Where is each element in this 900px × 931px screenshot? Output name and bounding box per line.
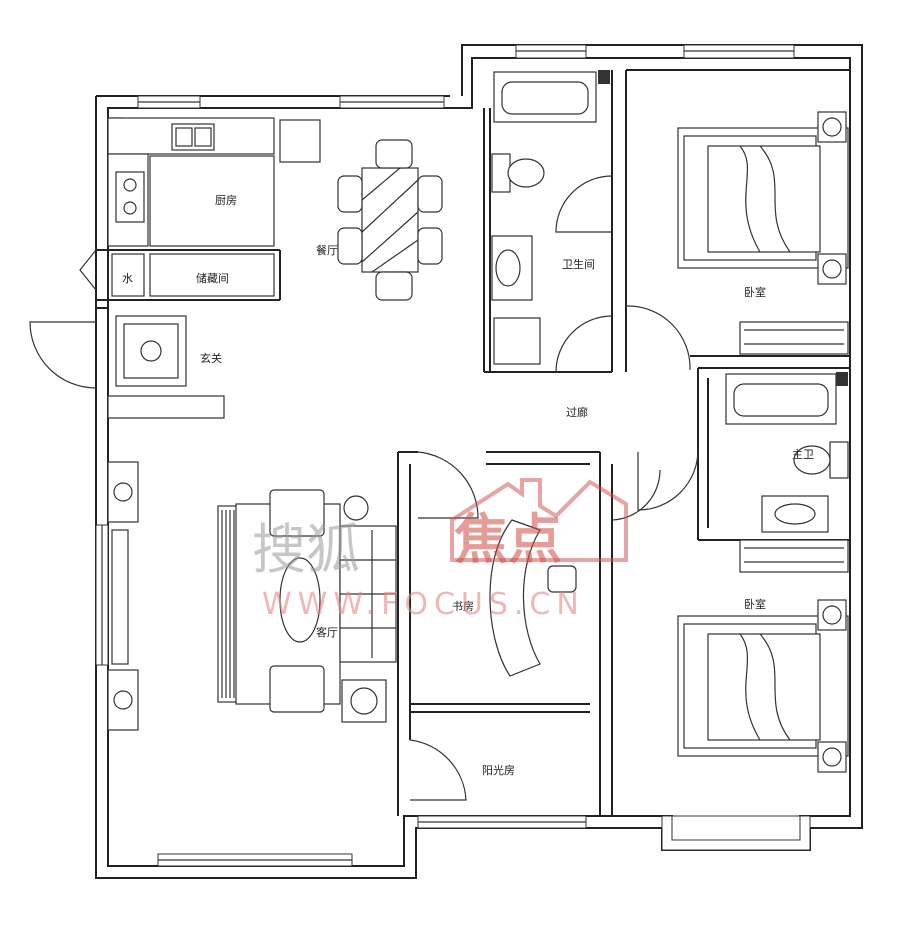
- windows: [95, 44, 811, 867]
- label-storage: 储藏间: [196, 271, 229, 285]
- watermark-house-icon: [450, 478, 628, 562]
- label-kitchen: 厨房: [215, 194, 237, 207]
- entrance-rug: [115, 315, 187, 387]
- watermark-brand: 焦点: [454, 508, 562, 571]
- bedroom-bottom-furniture: [677, 599, 849, 773]
- watermark: 搜狐 焦点 WWW.FOCUS.CN: [252, 478, 628, 622]
- label-dining: 餐厅: [316, 243, 338, 257]
- bathroom-fixtures: [491, 70, 610, 365]
- label-sunroom: 阳光房: [482, 763, 515, 777]
- room-labels: 厨房 餐厅 卫生间 卧室 储藏间 水 玄关 过廊 主卫 客厅 书房 卧室 阳光房: [122, 194, 814, 777]
- bedroom-top-furniture: [677, 111, 849, 355]
- kitchen-furniture: [107, 117, 321, 297]
- label-master-bath: 主卫: [792, 448, 814, 461]
- watermark-site: 搜狐: [252, 518, 360, 581]
- doors: [29, 175, 699, 801]
- label-study: 书房: [452, 600, 474, 613]
- label-water: 水: [122, 272, 133, 285]
- dining-table: [337, 139, 443, 301]
- watermark-url: WWW.FOCUS.CN: [262, 587, 585, 622]
- label-entrance: 玄关: [200, 351, 222, 365]
- label-bedroom-bottom: 卧室: [744, 597, 766, 611]
- living-furniture: [107, 461, 397, 731]
- label-bedroom-top: 卧室: [744, 285, 766, 299]
- label-corridor: 过廊: [566, 405, 588, 419]
- master-bath-fixtures: [725, 372, 849, 573]
- label-living: 客厅: [316, 625, 338, 639]
- label-bathroom: 卫生间: [562, 257, 595, 271]
